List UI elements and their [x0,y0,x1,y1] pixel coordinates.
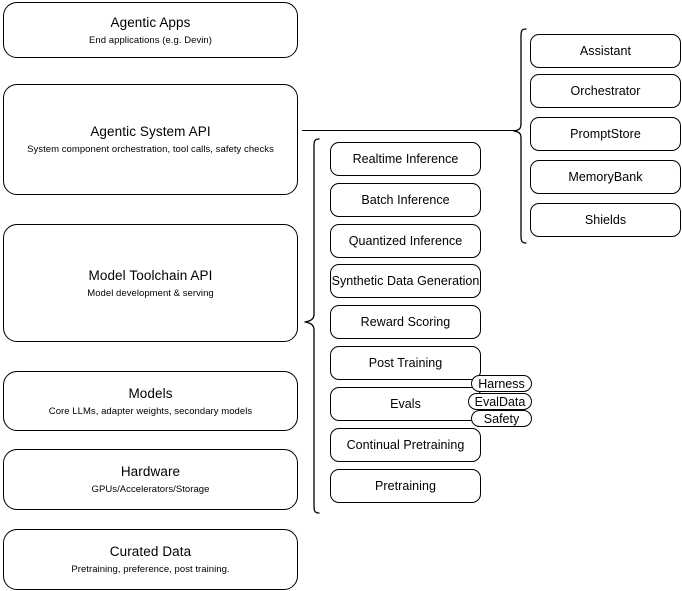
layer-title: Curated Data [109,544,192,559]
component-label: Shields [584,213,627,227]
layer-model-toolchain-api[interactable]: Model Toolchain API Model development & … [3,224,298,342]
layer-title: Agentic System API [90,124,211,139]
toolchain-post-training[interactable]: Post Training [330,346,481,380]
toolchain-label: Continual Pretraining [346,438,465,452]
layer-subtitle: System component orchestration, tool cal… [27,144,274,155]
evals-subcomponent-evaldata[interactable]: EvalData [468,393,532,410]
evals-subcomponent-safety[interactable]: Safety [471,410,532,427]
layer-subtitle: Pretraining, preference, post training. [71,564,230,575]
layer-agentic-system-api[interactable]: Agentic System API System component orch… [3,84,298,195]
toolchain-continual-pretraining[interactable]: Continual Pretraining [330,428,481,462]
toolchain-realtime-inference[interactable]: Realtime Inference [330,142,481,176]
connector-system-api-to-components [302,130,517,131]
toolchain-evals[interactable]: Evals [330,387,481,421]
layer-models[interactable]: Models Core LLMs, adapter weights, secon… [3,371,298,431]
toolchain-pretraining[interactable]: Pretraining [330,469,481,503]
toolchain-label: Pretraining [375,479,436,493]
toolchain-label: Synthetic Data Generation [331,274,480,288]
toolchain-label: Evals [390,397,421,411]
layer-subtitle: End applications (e.g. Devin) [89,34,212,46]
component-orchestrator[interactable]: Orchestrator [530,74,681,108]
pill-label: Harness [478,376,525,391]
toolchain-label: Reward Scoring [360,315,451,329]
toolchain-synthetic-data-generation[interactable]: Synthetic Data Generation [330,264,481,298]
layer-subtitle: GPUs/Accelerators/Storage [91,484,210,495]
component-promptstore[interactable]: PromptStore [530,117,681,151]
layer-agentic-apps[interactable]: Agentic Apps End applications (e.g. Devi… [3,2,298,58]
layer-title: Agentic Apps [110,14,191,30]
toolchain-label: Quantized Inference [348,234,463,248]
layer-title: Models [128,385,173,401]
component-label: MemoryBank [568,170,643,184]
evals-subcomponent-harness[interactable]: Harness [471,375,532,392]
pill-label: Safety [483,411,520,426]
toolchain-label: Batch Inference [361,193,450,207]
component-label: Orchestrator [570,84,641,98]
layer-subtitle: Model development & serving [87,287,214,299]
layer-hardware[interactable]: Hardware GPUs/Accelerators/Storage [3,449,298,510]
toolchain-label: Post Training [368,356,443,370]
layer-title: Model Toolchain API [88,267,213,283]
bracket-system-components [513,28,527,244]
layer-title: Hardware [120,464,181,479]
component-label: Assistant [579,44,632,58]
layer-curated-data[interactable]: Curated Data Pretraining, preference, po… [3,529,298,590]
component-shields[interactable]: Shields [530,203,681,237]
bracket-toolchain-components [304,138,320,514]
component-label: PromptStore [570,127,641,141]
pill-label: EvalData [474,394,526,409]
component-memorybank[interactable]: MemoryBank [530,160,681,194]
toolchain-reward-scoring[interactable]: Reward Scoring [330,305,481,339]
toolchain-label: Realtime Inference [352,152,459,166]
toolchain-quantized-inference[interactable]: Quantized Inference [330,224,481,258]
component-assistant[interactable]: Assistant [530,34,681,68]
toolchain-batch-inference[interactable]: Batch Inference [330,183,481,217]
layer-subtitle: Core LLMs, adapter weights, secondary mo… [48,405,253,417]
